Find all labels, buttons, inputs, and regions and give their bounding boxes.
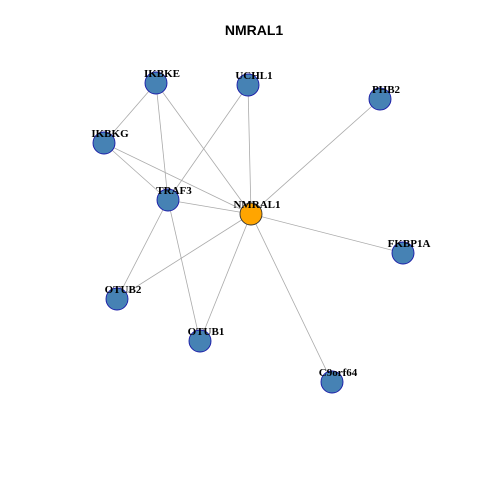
node-uchl1[interactable]: UCHL1 bbox=[235, 70, 273, 97]
edge-nmral1-traf3 bbox=[167, 199, 252, 215]
node-circle[interactable] bbox=[239, 202, 263, 226]
edge-ikbkg-traf3 bbox=[103, 142, 169, 201]
edge-ikbke-ikbkg bbox=[103, 82, 157, 144]
node-label: NMRAL1 bbox=[233, 199, 280, 211]
node-label: IKBKE bbox=[144, 68, 180, 80]
node-circle[interactable] bbox=[188, 329, 212, 353]
node-circle[interactable] bbox=[236, 73, 260, 97]
edge-nmral1-uchl1 bbox=[247, 84, 252, 215]
node-label: FKBP1A bbox=[388, 238, 431, 250]
edge-nmral1-fkbp1a bbox=[250, 213, 404, 254]
edge-traf3-otub1 bbox=[167, 199, 201, 342]
node-c9orf64[interactable]: C9orf64 bbox=[319, 367, 358, 394]
node-circle[interactable] bbox=[156, 188, 180, 212]
node-label: TRAF3 bbox=[156, 185, 192, 197]
node-circle[interactable] bbox=[92, 131, 116, 155]
edge-nmral1-otub1 bbox=[199, 213, 252, 342]
node-label: UCHL1 bbox=[235, 70, 272, 82]
node-circle[interactable] bbox=[391, 241, 415, 265]
node-ikbkg[interactable]: IKBKG bbox=[91, 128, 129, 155]
node-phb2[interactable]: PHB2 bbox=[368, 84, 401, 111]
edge-layer bbox=[103, 82, 404, 383]
node-circle[interactable] bbox=[320, 370, 344, 394]
edge-ikbke-traf3 bbox=[155, 82, 169, 201]
edge-nmral1-otub2 bbox=[116, 213, 252, 300]
node-ikbke[interactable]: IKBKE bbox=[144, 68, 180, 95]
node-circle[interactable] bbox=[144, 71, 168, 95]
node-label: PHB2 bbox=[372, 84, 401, 96]
node-otub2[interactable]: OTUB2 bbox=[105, 284, 142, 311]
node-circle[interactable] bbox=[105, 287, 129, 311]
node-otub1[interactable]: OTUB1 bbox=[188, 326, 225, 353]
edge-uchl1-traf3 bbox=[167, 84, 249, 201]
edge-nmral1-c9orf64 bbox=[250, 213, 333, 383]
node-fkbp1a[interactable]: FKBP1A bbox=[388, 238, 431, 265]
edge-nmral1-phb2 bbox=[250, 98, 381, 215]
graph-title: NMRAL1 bbox=[225, 22, 284, 38]
node-label: OTUB1 bbox=[188, 326, 225, 338]
node-traf3[interactable]: TRAF3 bbox=[156, 185, 192, 212]
node-label: C9orf64 bbox=[319, 367, 358, 379]
node-label: OTUB2 bbox=[105, 284, 142, 296]
node-circle[interactable] bbox=[368, 87, 392, 111]
node-label: IKBKG bbox=[91, 128, 129, 140]
edge-nmral1-ikbkg bbox=[103, 142, 252, 215]
node-nmral1[interactable]: NMRAL1 bbox=[233, 199, 281, 226]
edge-traf3-otub2 bbox=[116, 199, 169, 300]
